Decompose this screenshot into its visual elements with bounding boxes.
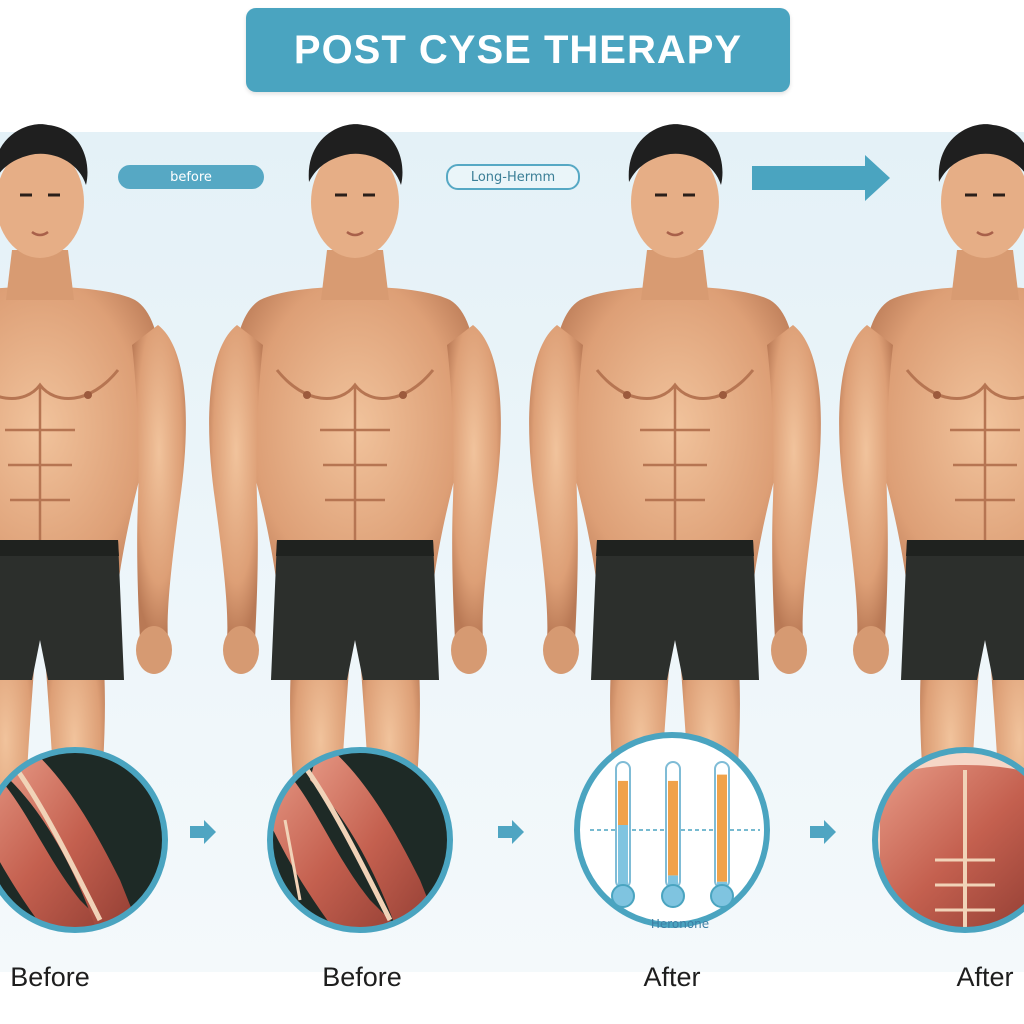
arrow-right-icon — [810, 820, 836, 844]
muscle-inset-1 — [0, 747, 168, 933]
gauge-fill-orange — [717, 774, 727, 882]
caption-4: After — [956, 962, 1014, 992]
gauge-bulb — [661, 884, 685, 908]
arrow-right-icon — [190, 820, 216, 844]
long-term-pill: Long-Hermm — [446, 164, 580, 190]
gauge-fill-blue — [668, 875, 678, 888]
page-title: POST CYSE THERAPY — [293, 27, 743, 72]
arrow-right-icon — [498, 820, 524, 844]
caption-3: After — [643, 962, 701, 992]
gauge-fill-orange — [618, 780, 628, 825]
muscle-inset-2 — [267, 747, 453, 933]
before-pill-label: before — [170, 169, 212, 185]
thermometer-gauge — [710, 761, 734, 908]
gauge-bulb — [611, 884, 635, 908]
gauge-bulb — [710, 884, 734, 908]
caption-2: Before — [322, 962, 402, 992]
gauge-fill-orange — [668, 780, 678, 876]
thermometer-gauge — [661, 761, 685, 908]
thermometer-gauge — [611, 761, 635, 908]
hormone-gauge-inset — [574, 732, 770, 928]
title-banner: POST CYSE THERAPY — [246, 8, 790, 92]
before-pill: before — [118, 165, 264, 189]
long-term-pill-label: Long-Hermm — [470, 169, 556, 185]
muscle-inset-4 — [872, 747, 1024, 933]
arrow-right-icon — [752, 155, 890, 201]
caption-1: Before — [10, 962, 90, 992]
gauge-fill-blue — [618, 825, 628, 888]
hormone-label: Heronone — [650, 917, 710, 931]
